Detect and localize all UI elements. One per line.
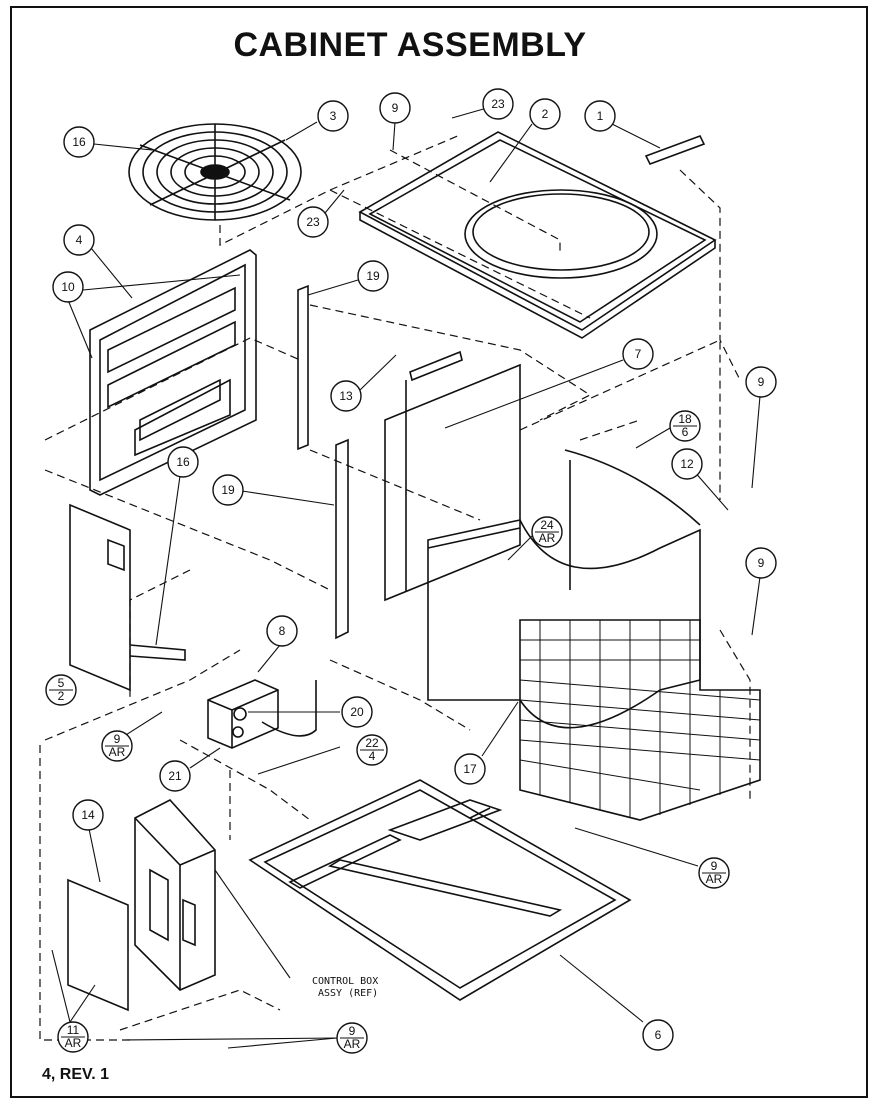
svg-text:13: 13 <box>339 389 353 403</box>
diagram-frame <box>10 6 868 1098</box>
svg-text:1: 1 <box>597 109 604 123</box>
callout-9: 9 <box>745 366 777 398</box>
svg-text:22: 22 <box>365 736 379 750</box>
top-panel <box>358 131 717 339</box>
callout-23: 23 <box>482 88 514 120</box>
callout-8: 8 <box>266 615 298 647</box>
revision-label: 4, REV. 1 <box>42 1066 110 1083</box>
callout-2: 2 <box>529 98 561 130</box>
svg-text:9: 9 <box>114 732 121 746</box>
svg-text:4: 4 <box>369 749 376 763</box>
svg-text:AR: AR <box>109 745 126 759</box>
svg-text:9: 9 <box>349 1024 356 1038</box>
svg-text:17: 17 <box>463 762 477 776</box>
svg-text:19: 19 <box>366 269 380 283</box>
corner-post-lower <box>335 438 349 640</box>
callout-13: 13 <box>330 380 362 412</box>
svg-text:24: 24 <box>540 518 554 532</box>
callout-4: 4 <box>63 224 95 256</box>
callout-9-ar: 9AR <box>698 857 730 889</box>
callout-layer: 1 2 3 16 9 23 23 4 10 19 7 13 9 186 12 1… <box>45 88 777 1054</box>
svg-text:2: 2 <box>58 689 65 703</box>
access-panel <box>69 503 186 692</box>
diagram-title: CABINET ASSEMBLY <box>233 26 587 64</box>
callout-9: 9 <box>379 92 411 124</box>
svg-text:4: 4 <box>76 233 83 247</box>
svg-text:9: 9 <box>758 375 765 389</box>
callout-21: 21 <box>159 760 191 792</box>
svg-text:10: 10 <box>61 280 75 294</box>
svg-text:18: 18 <box>678 412 692 426</box>
svg-text:12: 12 <box>680 457 694 471</box>
note-line-2: ASSY (REF) <box>318 988 378 999</box>
coil-wrap-panel <box>427 449 701 729</box>
callout-18-6: 186 <box>669 410 701 442</box>
svg-text:11: 11 <box>67 1023 80 1037</box>
side-panel-louvered <box>89 249 257 496</box>
coil-guard-grille <box>519 619 761 821</box>
svg-text:16: 16 <box>176 455 190 469</box>
callout-19: 19 <box>212 474 244 506</box>
svg-text:AR: AR <box>65 1036 82 1050</box>
callout-22-4: 224 <box>356 734 388 766</box>
fan-guard <box>128 123 302 221</box>
svg-text:AR: AR <box>344 1037 361 1051</box>
assembly-lines <box>39 134 751 1041</box>
svg-text:2: 2 <box>542 107 549 121</box>
note-line-1: CONTROL BOX <box>312 976 378 987</box>
svg-text:23: 23 <box>306 215 320 229</box>
callout-10: 10 <box>52 271 84 303</box>
callout-6: 6 <box>642 1019 674 1051</box>
callout-9-ar: 9AR <box>336 1022 368 1054</box>
callout-7: 7 <box>622 338 654 370</box>
svg-text:3: 3 <box>330 109 337 123</box>
callout-20: 20 <box>341 696 373 728</box>
callout-5-2: 52 <box>45 674 77 706</box>
svg-text:9: 9 <box>711 859 718 873</box>
partition-panel <box>384 350 521 602</box>
control-box-note: CONTROL BOX ASSY (REF) <box>312 976 378 999</box>
control-box <box>134 799 216 991</box>
corner-post-upper <box>297 284 309 451</box>
callout-17: 17 <box>454 753 486 785</box>
svg-text:5: 5 <box>58 676 65 690</box>
terminal-box <box>207 679 317 749</box>
svg-text:6: 6 <box>682 425 689 439</box>
svg-text:16: 16 <box>72 135 86 149</box>
svg-text:23: 23 <box>491 97 505 111</box>
part-1-handle <box>644 135 706 165</box>
callout-9: 9 <box>745 547 777 579</box>
svg-text:20: 20 <box>350 705 364 719</box>
callout-1: 1 <box>584 100 616 132</box>
svg-text:8: 8 <box>279 624 286 638</box>
callout-23: 23 <box>297 206 329 238</box>
callout-9-ar: 9AR <box>101 730 133 762</box>
callout-14: 14 <box>72 799 104 831</box>
callout-16: 16 <box>63 126 95 158</box>
callout-16: 16 <box>167 446 199 478</box>
base-pan <box>248 779 632 1001</box>
callout-12: 12 <box>671 448 703 480</box>
svg-text:21: 21 <box>168 769 182 783</box>
leader-lines <box>51 107 761 1049</box>
callout-19: 19 <box>357 260 389 292</box>
control-box-cover <box>67 878 129 1012</box>
svg-text:14: 14 <box>81 808 95 822</box>
svg-text:6: 6 <box>655 1028 662 1042</box>
callout-3: 3 <box>317 100 349 132</box>
svg-text:AR: AR <box>539 531 556 545</box>
svg-text:9: 9 <box>758 556 765 570</box>
svg-text:19: 19 <box>221 483 235 497</box>
svg-text:7: 7 <box>635 347 642 361</box>
svg-text:AR: AR <box>706 872 723 886</box>
svg-text:9: 9 <box>392 101 399 115</box>
